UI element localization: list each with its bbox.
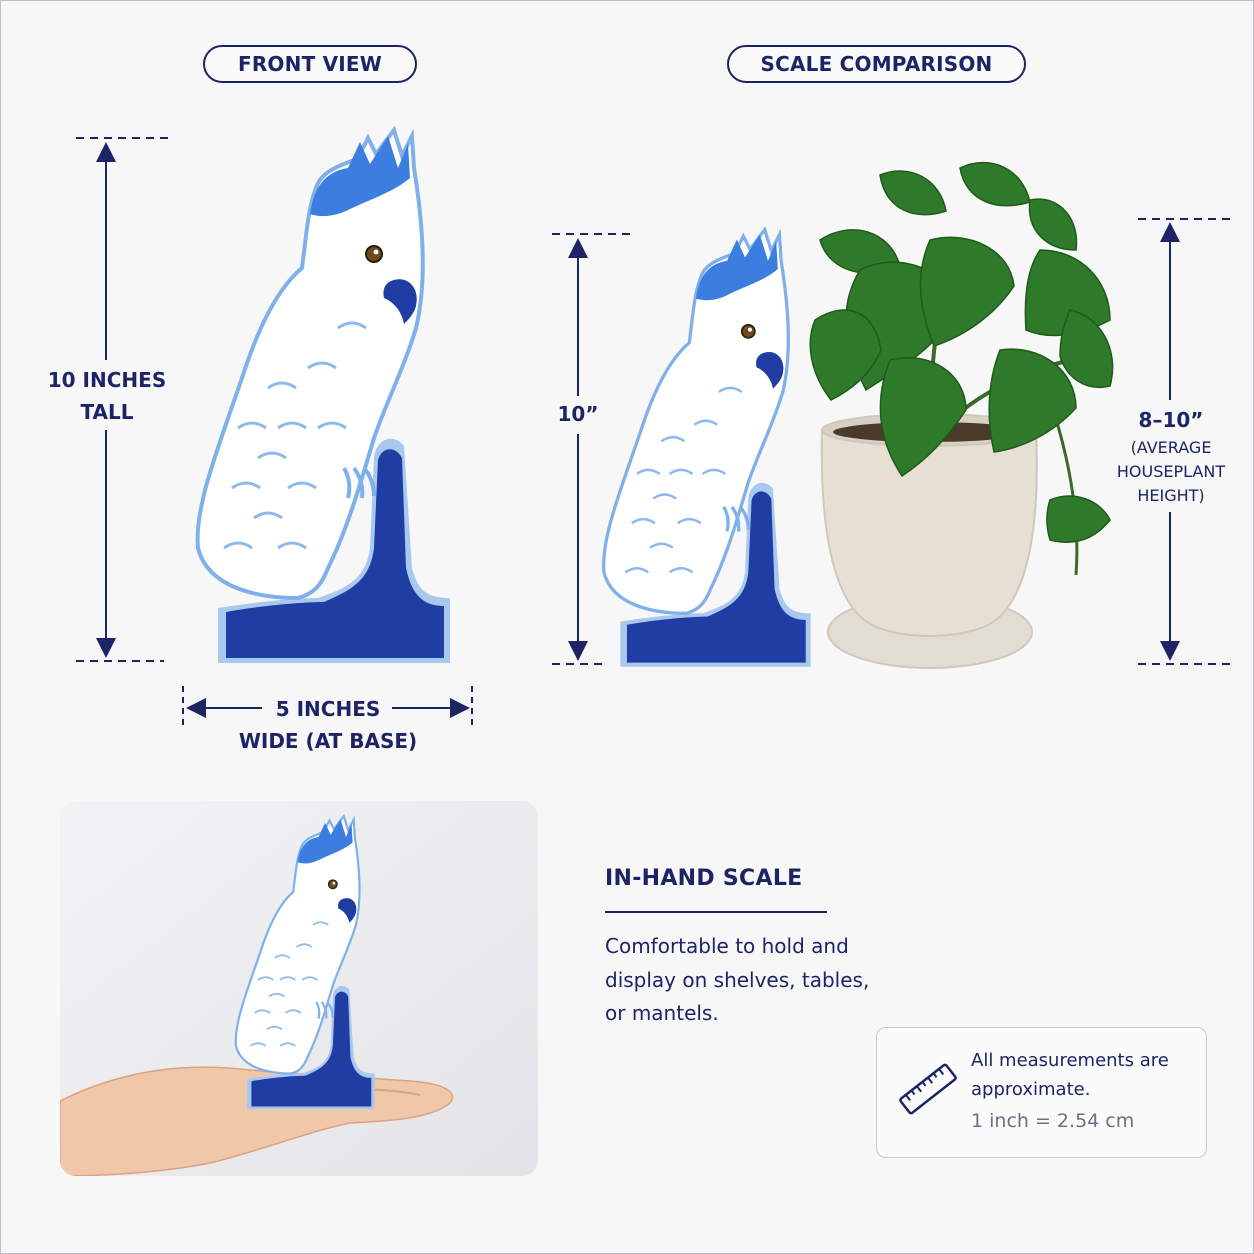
in-hand-description: Comfortable to hold and display on shelv… <box>605 934 870 1025</box>
houseplant-leaves <box>809 161 1114 576</box>
note-conversion: 1 inch = 2.54 cm <box>971 1110 1135 1132</box>
comparison-bird-height-label: 10” <box>557 402 599 426</box>
front-height-label: 10 INCHES TALL <box>47 368 167 424</box>
measurement-note: All measurements are approximate. 1 inch… <box>876 1027 1207 1158</box>
in-hand-title: IN-HAND SCALE <box>605 866 803 891</box>
note-text: All measurements are approximate. <box>971 1050 1169 1100</box>
cockatoo-front-figurine <box>195 128 452 665</box>
ruler-icon <box>899 1063 957 1115</box>
cockatoo-comparison-figurine <box>601 227 813 669</box>
hand-illustration <box>60 801 538 1176</box>
plant-height-label: 8–10” (AVERAGE HOUSEPLANT HEIGHT) <box>1116 408 1226 505</box>
in-hand-photo <box>60 801 538 1176</box>
front-width-label: 5 INCHES WIDE (AT BASE) <box>238 697 418 753</box>
scale-comparison-header: SCALE COMPARISON <box>727 45 1026 83</box>
in-hand-title-underline <box>605 911 827 913</box>
front-view-header: FRONT VIEW <box>203 45 417 83</box>
